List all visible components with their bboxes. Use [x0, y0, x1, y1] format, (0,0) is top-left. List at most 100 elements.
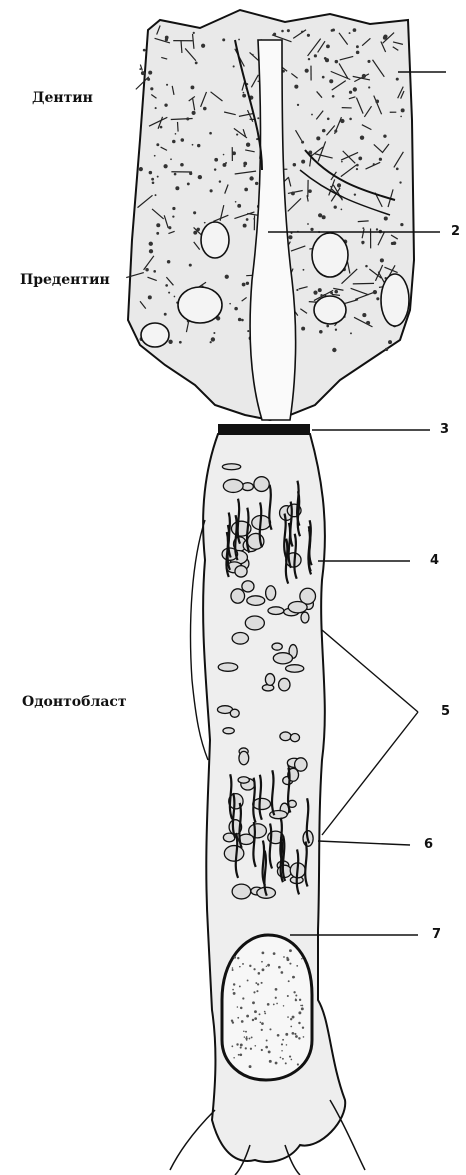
dentin-stipple: [326, 325, 329, 328]
chromatin-dot: [285, 1033, 288, 1036]
dentin-stipple: [211, 337, 215, 341]
chromatin-dot: [268, 1051, 271, 1054]
dentin-stipple: [232, 151, 236, 155]
chromatin-dot: [249, 1065, 252, 1068]
chromatin-dot: [297, 1063, 299, 1065]
dentin-stipple: [225, 162, 227, 164]
dentin-stipple: [362, 313, 366, 317]
dentin-stipple: [242, 94, 246, 98]
callout-2: 2: [451, 224, 460, 239]
dentin-stipple: [334, 290, 338, 294]
chromatin-dot: [291, 1059, 293, 1061]
dentin-stipple: [198, 175, 202, 179]
dentin-stipple: [332, 348, 336, 352]
mitochondrion: [265, 674, 274, 686]
dentin-stipple: [332, 95, 335, 98]
mitochondrion: [235, 566, 247, 577]
chromatin-dot: [266, 966, 267, 967]
dentin-stipple: [203, 107, 207, 111]
dentin-stipple: [273, 33, 276, 36]
dentin-stipple: [168, 292, 170, 294]
dentin-stipple: [175, 186, 179, 190]
chromatin-dot: [273, 1004, 275, 1006]
dentin-stipple: [168, 226, 171, 229]
dentin-stipple: [253, 218, 255, 220]
callout-4: 4: [430, 553, 439, 568]
chromatin-dot: [295, 998, 297, 1000]
chromatin-dot: [283, 956, 285, 958]
dentin-stipple: [384, 216, 388, 220]
junctional-band: [218, 424, 310, 434]
mitochondrion: [239, 751, 249, 764]
dentin-stipple: [172, 207, 175, 210]
chromatin-dot: [289, 963, 291, 965]
dentin-stipple: [155, 107, 157, 109]
chromatin-dot: [281, 1043, 283, 1045]
dentin-stipple: [209, 132, 212, 135]
dentin-stipple: [297, 104, 299, 106]
dentin-stipple: [301, 141, 304, 144]
dentin-stipple: [353, 28, 357, 32]
chromatin-dot: [261, 1022, 264, 1025]
chromatin-dot: [243, 1030, 245, 1032]
dentin-stipple: [319, 330, 323, 334]
chromatin-dot: [240, 1007, 243, 1010]
dentin-stipple: [310, 228, 313, 231]
chromatin-dot: [246, 1036, 247, 1037]
chromatin-dot: [253, 991, 255, 993]
dentin-fiber: [358, 221, 369, 222]
label-dentin: Дентин: [32, 90, 93, 106]
chromatin-dot: [287, 1016, 289, 1018]
mitochondrion: [301, 612, 309, 623]
chromatin-dot: [265, 1046, 268, 1049]
dentin-stipple: [197, 228, 200, 231]
dentin-stipple: [356, 164, 359, 167]
dentin-stipple: [243, 162, 247, 166]
dentin-stipple: [257, 117, 259, 119]
chromatin-dot: [267, 1003, 270, 1006]
chromatin-dot: [261, 982, 263, 984]
chromatin-dot: [236, 1043, 238, 1045]
chromatin-dot: [252, 1019, 254, 1021]
mitochondrion: [290, 734, 299, 742]
nucleus: [222, 935, 312, 1080]
chromatin-dot: [260, 1022, 262, 1024]
dentin-stipple: [242, 283, 246, 287]
dentin-fiber: [178, 122, 179, 132]
mitochondrion: [266, 586, 276, 600]
chromatin-dot: [233, 992, 236, 995]
dentin-stipple: [156, 143, 159, 146]
dentin-stipple: [393, 241, 397, 245]
chromatin-dot: [292, 1016, 295, 1019]
dentin-stipple: [320, 294, 322, 296]
dentin-stipple: [368, 86, 370, 88]
dentin-stipple: [214, 158, 218, 162]
mitochondrion: [232, 884, 251, 899]
dentin-stipple: [249, 176, 253, 180]
chromatin-dot: [253, 968, 255, 970]
mitochondrion: [218, 663, 237, 671]
chromatin-dot: [275, 997, 277, 999]
label-odontoblast: Одонтобласт: [22, 694, 127, 710]
chromatin-dot: [266, 1040, 268, 1042]
chromatin-dot: [269, 1060, 272, 1063]
dentin-stipple: [301, 327, 305, 331]
dentin-stipple: [152, 181, 155, 184]
chromatin-dot: [242, 997, 244, 999]
chromatin-dot: [251, 1036, 253, 1038]
mitochondrion: [247, 596, 265, 606]
dentin-stipple: [337, 183, 341, 187]
dentin-stipple: [168, 340, 172, 344]
chromatin-dot: [254, 1017, 257, 1020]
chromatin-dot: [280, 1057, 282, 1059]
dentin-stipple: [301, 31, 303, 33]
chromatin-dot: [232, 969, 234, 971]
dentin-stipple: [376, 228, 378, 230]
dentin-stipple: [356, 45, 359, 48]
dentin-stipple: [340, 119, 344, 123]
dentin-stipple: [193, 231, 197, 235]
chromatin-dot: [290, 1026, 292, 1028]
chromatin-dot: [240, 1053, 243, 1056]
mitochondrion: [223, 728, 234, 734]
